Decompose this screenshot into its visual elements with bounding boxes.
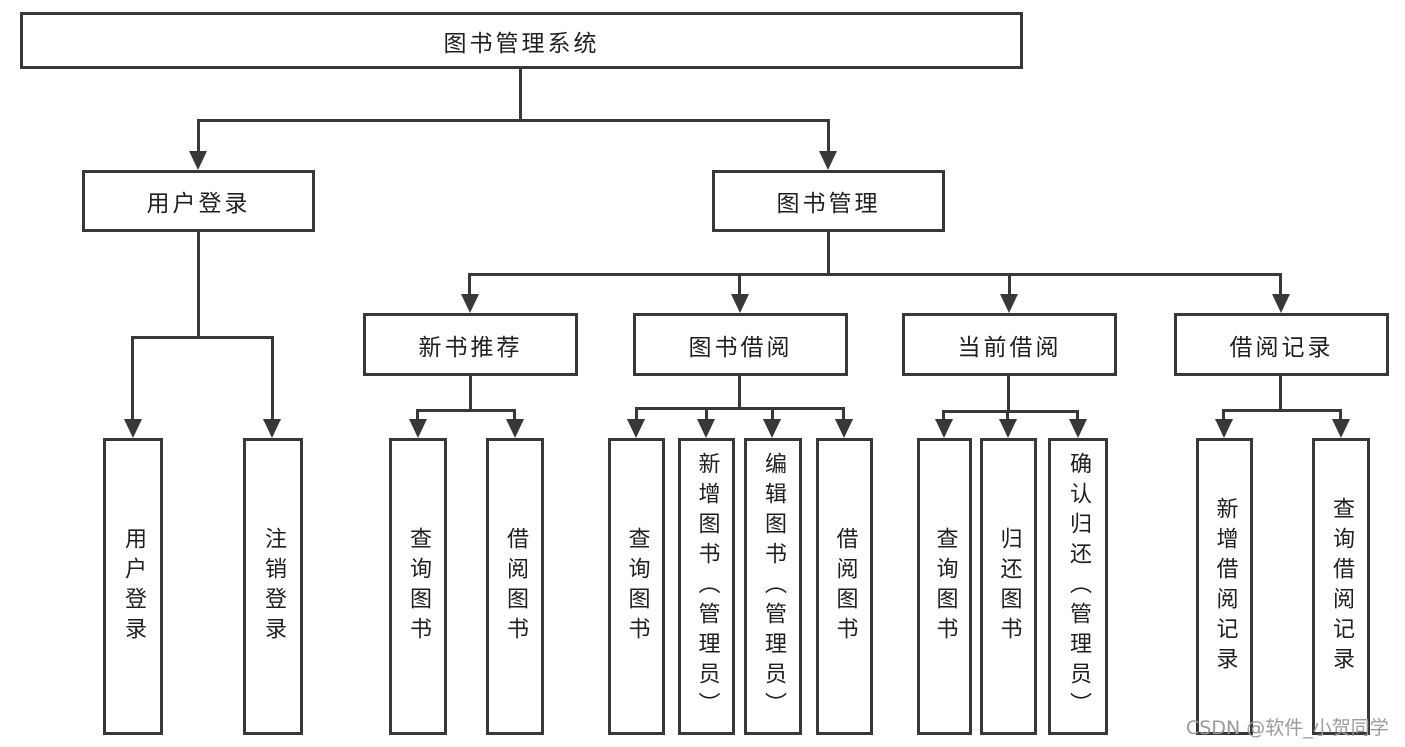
leaf-logout: 注销登录: [243, 438, 303, 735]
leaf-label: 查询借阅记录: [1329, 496, 1354, 677]
node-label: 借阅记录: [1229, 334, 1334, 361]
leaf-label: 查询图书: [932, 526, 958, 647]
connector-drop: [771, 407, 774, 421]
connector-user-login-stem: [197, 232, 200, 336]
connector-book-mgmt-stem: [827, 232, 830, 273]
node-borrow-record: 借阅记录: [1174, 313, 1389, 376]
connector-rail: [942, 410, 1079, 413]
arrow-down-icon: [409, 419, 427, 438]
connector-drop: [1279, 273, 1282, 297]
leaf-label: 借阅图书: [832, 526, 858, 647]
arrow-down-icon: [835, 419, 853, 438]
leaf-edit-book-admin: 编辑图书（管理员）: [744, 438, 802, 735]
arrow-down-icon: [627, 419, 645, 438]
node-new-book-recommend: 新书推荐: [363, 313, 578, 376]
leaf-query-book: 查询图书: [389, 438, 447, 735]
connector-stem: [1007, 376, 1010, 410]
leaf-query-book: 查询图书: [608, 438, 665, 735]
leaf-label: 用户登录: [121, 526, 146, 647]
connector-drop: [197, 119, 200, 154]
node-label: 新书推荐: [418, 334, 523, 361]
leaf-add-book-admin: 新增图书（管理员）: [678, 438, 735, 735]
connector-level3-rail: [468, 273, 1282, 276]
arrow-down-icon: [124, 419, 142, 438]
connector-stem: [738, 376, 741, 407]
connector-drop: [131, 336, 134, 421]
arrow-down-icon: [1000, 294, 1018, 313]
connector-rail: [416, 409, 516, 412]
arrow-down-icon: [1069, 419, 1087, 438]
connector-drop: [635, 407, 638, 421]
leaf-borrow-book: 借阅图书: [816, 438, 873, 735]
connector-drop: [738, 273, 741, 297]
connector-drop: [1006, 410, 1009, 421]
node-label: 当前借阅: [957, 334, 1062, 361]
watermark: CSDN @软件_小贺同学: [1186, 717, 1389, 739]
node-label: 图书管理: [776, 191, 881, 217]
arrow-down-icon: [263, 419, 281, 438]
leaf-label: 查询图书: [624, 526, 650, 647]
connector-rail: [1222, 409, 1342, 412]
leaf-return-book: 归还图书: [980, 438, 1037, 735]
arrow-down-icon: [189, 151, 207, 170]
arrow-down-icon: [506, 419, 524, 438]
node-label: 用户登录: [146, 191, 251, 217]
arrow-down-icon: [999, 419, 1017, 438]
node-current-borrow: 当前借阅: [902, 313, 1117, 376]
connector-drop: [1008, 273, 1011, 297]
connector-level2-rail: [197, 119, 830, 122]
node-root: 图书管理系统: [20, 12, 1023, 69]
connector-drop: [416, 409, 419, 421]
connector-stem: [1279, 376, 1282, 409]
connector-rail: [635, 407, 845, 410]
arrow-down-icon: [935, 419, 953, 438]
node-label: 图书借阅: [688, 334, 793, 361]
leaf-label: 新增图书（管理员）: [694, 451, 720, 722]
connector-drop: [468, 273, 471, 297]
connector-drop: [1339, 409, 1342, 421]
node-root-label: 图书管理系统: [443, 30, 600, 57]
node-book-management: 图书管理: [712, 170, 945, 232]
node-book-borrow: 图书借阅: [633, 313, 848, 376]
leaf-borrow-book: 借阅图书: [486, 438, 544, 735]
arrow-down-icon: [1272, 294, 1290, 313]
connector-drop: [271, 336, 274, 421]
connector-drop: [1076, 410, 1079, 421]
arrow-down-icon: [461, 294, 479, 313]
leaf-query-borrow-record: 查询借阅记录: [1312, 438, 1370, 735]
arrow-down-icon: [697, 419, 715, 438]
arrow-down-icon: [1215, 419, 1233, 438]
connector-drop: [1222, 409, 1225, 421]
connector-drop: [942, 410, 945, 421]
connector-root-stem: [519, 69, 522, 119]
leaf-label: 归还图书: [996, 526, 1022, 647]
leaf-label: 确认归还（管理员）: [1066, 451, 1091, 722]
leaf-label: 借阅图书: [503, 526, 528, 647]
connector-stem: [469, 376, 472, 409]
connector-user-login-rail: [131, 336, 274, 339]
node-user-login: 用户登录: [82, 170, 315, 232]
connector-drop: [705, 407, 708, 421]
leaf-label: 新增借阅记录: [1212, 496, 1238, 677]
leaf-label: 查询图书: [406, 526, 431, 647]
arrow-down-icon: [1332, 419, 1350, 438]
connector-drop: [842, 407, 845, 421]
leaf-query-book: 查询图书: [917, 438, 972, 735]
arrow-down-icon: [819, 151, 837, 170]
leaf-label: 编辑图书（管理员）: [761, 451, 786, 722]
connector-drop: [513, 409, 516, 421]
arrow-down-icon: [731, 294, 749, 313]
arrow-down-icon: [763, 419, 781, 438]
connector-drop: [827, 119, 830, 154]
leaf-label: 注销登录: [261, 526, 286, 647]
leaf-add-borrow-record: 新增借阅记录: [1196, 438, 1253, 735]
leaf-confirm-return-admin: 确认归还（管理员）: [1048, 438, 1108, 735]
leaf-user-login: 用户登录: [103, 438, 163, 735]
